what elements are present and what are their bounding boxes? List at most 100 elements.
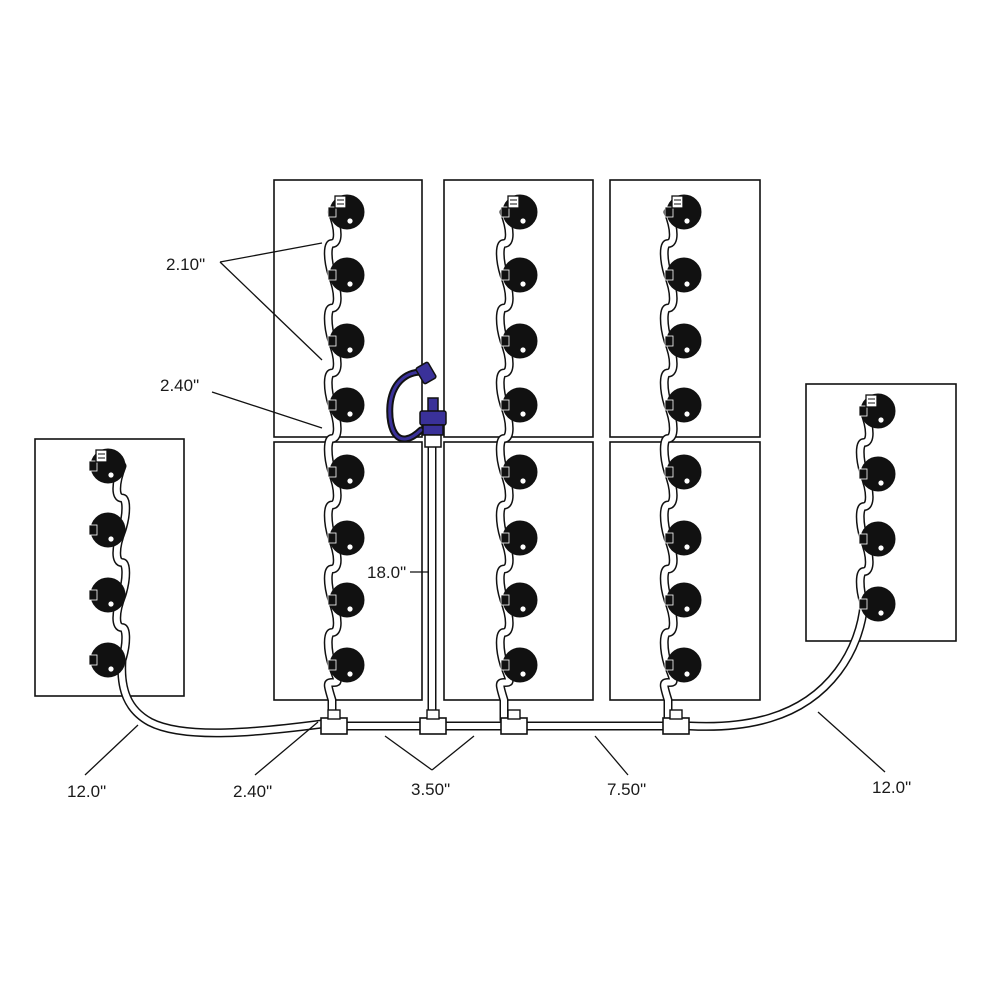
tee-4 [662, 717, 690, 735]
tube-right-outline [685, 406, 874, 731]
cap-col2-7 [500, 582, 538, 618]
cap-indicator [684, 671, 690, 677]
cap-hose-port [327, 594, 337, 606]
cap-hose-port [858, 468, 868, 480]
cap-col3-3 [664, 323, 702, 359]
cap-indicator [684, 544, 690, 550]
fill-hose-tip [415, 361, 437, 385]
cap-indicator [347, 281, 353, 287]
cap-indicator [878, 417, 884, 423]
valve-connector [424, 434, 442, 448]
cap-hose-port [88, 589, 98, 601]
cap-hose-port [327, 466, 337, 478]
cap-hose-port [500, 594, 510, 606]
cap-hose-port [664, 532, 674, 544]
tee-3 [500, 717, 528, 735]
cap-hose-port [327, 532, 337, 544]
tubing-outline [112, 207, 874, 738]
cap-hose-port [858, 405, 868, 417]
cap-hose-port [664, 594, 674, 606]
valve-body [419, 410, 447, 426]
battery-cases [34, 179, 957, 701]
cap-indicator [520, 411, 526, 417]
cap-indicator [108, 601, 114, 607]
battery-right-short [805, 383, 957, 642]
cap-col2-2 [500, 257, 538, 293]
tee-4-stem [669, 709, 683, 720]
cap-indicator [684, 411, 690, 417]
cap-indicator [108, 666, 114, 672]
cap-indicator [347, 478, 353, 484]
fill-valve-icon [386, 361, 447, 448]
leader-2-40-lower [254, 721, 319, 776]
tubing-fill [113, 209, 873, 736]
cap-col2-5 [500, 454, 538, 490]
measurement-labels: 2.10" 2.40" 18.0" 12.0" 2.40" 3.50" 7.50… [67, 255, 911, 801]
cap-hose-port [664, 399, 674, 411]
cap-col3-2 [664, 257, 702, 293]
cap-hose-port [500, 399, 510, 411]
cap-col3-5 [664, 454, 702, 490]
cap-hose-port [88, 524, 98, 536]
end-plug-icon [95, 449, 108, 463]
cap-indicator [347, 671, 353, 677]
cap-indicator [684, 606, 690, 612]
cap-col1-6 [327, 520, 365, 556]
watering-caps [88, 194, 896, 683]
leader-12-0-right [817, 711, 886, 773]
leader-7-50 [594, 735, 629, 776]
battery-col2-top [443, 179, 594, 438]
cap-col1-7 [327, 582, 365, 618]
leader-3-50-b [431, 735, 475, 771]
cap-right-1 [858, 393, 896, 429]
cap-left-1 [88, 448, 126, 484]
cap-hose-port [664, 269, 674, 281]
cap-hose-port [500, 269, 510, 281]
cap-indicator [108, 472, 114, 478]
cap-col3-1 [664, 194, 702, 230]
cap-indicator [108, 536, 114, 542]
cap-col1-3 [327, 323, 365, 359]
cap-col1-8 [327, 647, 365, 683]
valve-collar [422, 424, 444, 436]
label-2-40-upper: 2.40" [160, 376, 199, 395]
label-2-10: 2.10" [166, 255, 205, 274]
leader-12-0-left [84, 724, 139, 776]
label-12-0-right: 12.0" [872, 778, 911, 797]
cap-indicator [684, 478, 690, 484]
battery-col1-bottom [273, 441, 423, 701]
cap-indicator [520, 218, 526, 224]
cap-hose-port [664, 335, 674, 347]
battery-col1-top [273, 179, 423, 438]
cap-right-2 [858, 456, 896, 492]
cap-col1-5 [327, 454, 365, 490]
cap-indicator [347, 544, 353, 550]
end-plug-icon [671, 195, 684, 209]
label-3-50: 3.50" [411, 780, 450, 799]
cap-hose-port [858, 533, 868, 545]
battery-left-short [34, 438, 185, 697]
cap-indicator [347, 606, 353, 612]
tee-2 [419, 717, 447, 735]
cap-hose-port [327, 269, 337, 281]
leader-2-10-a [219, 242, 323, 263]
label-18-0: 18.0" [367, 563, 406, 582]
cap-left-4 [88, 642, 126, 678]
cap-hose-port [500, 659, 510, 671]
label-12-0-left: 12.0" [67, 782, 106, 801]
leader-3-50-a [384, 735, 433, 771]
cap-col1-1 [327, 194, 365, 230]
cap-indicator [684, 281, 690, 287]
cap-col3-8 [664, 647, 702, 683]
fill-hose [386, 368, 426, 443]
end-plug-icon [507, 195, 520, 209]
cap-col2-4 [500, 387, 538, 423]
cap-col2-1 [500, 194, 538, 230]
cap-indicator [878, 610, 884, 616]
cap-hose-port [500, 532, 510, 544]
leader-2-10-b [219, 261, 323, 361]
end-plug-icon [865, 394, 878, 408]
end-plug-icon [334, 195, 347, 209]
cap-indicator [520, 544, 526, 550]
cap-indicator [520, 478, 526, 484]
